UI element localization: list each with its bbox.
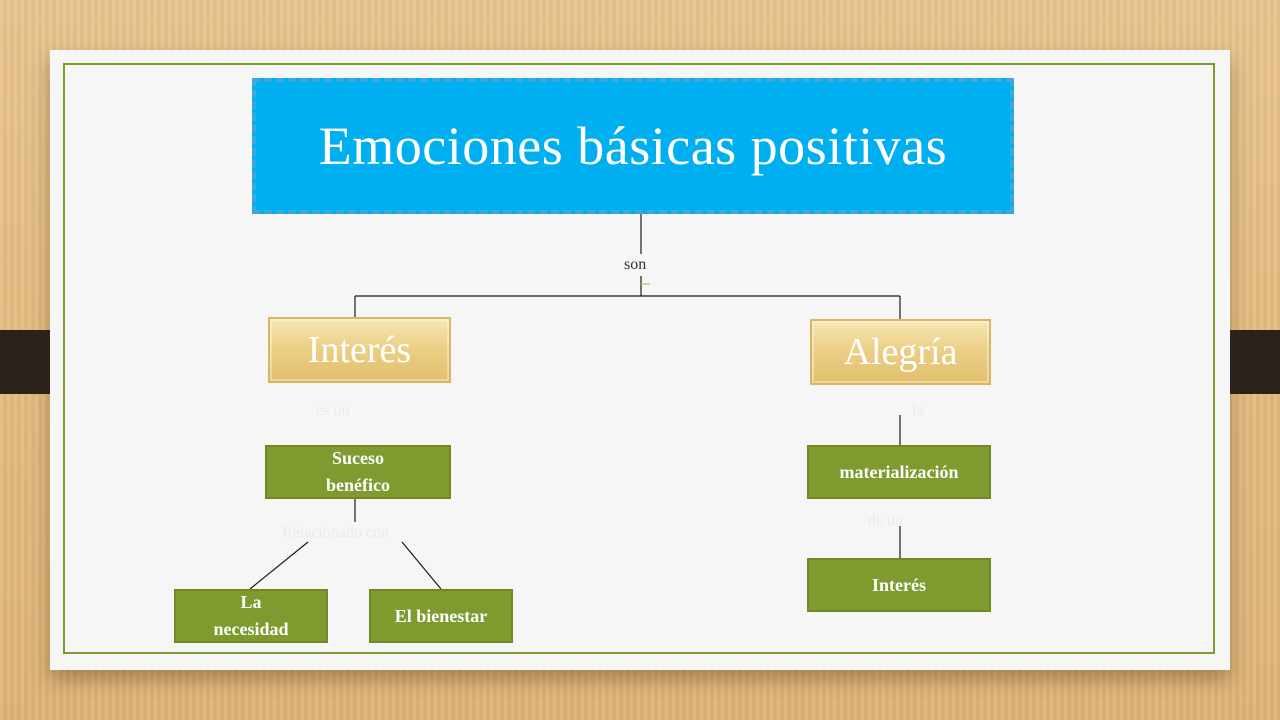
node-el-bienestar: El bienestar — [369, 589, 513, 643]
node-la-necesidad-label: La necesidad — [213, 592, 289, 639]
node-interes-leaf: Interés — [807, 558, 991, 612]
node-la-necesidad: La necesidad — [174, 589, 328, 643]
node-alegria-label: Alegría — [843, 331, 958, 373]
connector-label-de-un: de un — [868, 512, 904, 529]
connector-label-relacionado-con: Relacionado con — [282, 524, 390, 541]
node-interes-label: Interés — [307, 329, 412, 371]
node-materializacion: materialización — [807, 445, 991, 499]
connector-label-son: son — [624, 256, 647, 273]
slide-frame — [63, 63, 1215, 654]
line-to-bienestar — [401, 541, 442, 590]
node-suceso-benefico: Suceso benéfico — [265, 445, 451, 499]
node-el-bienestar-label: El bienestar — [394, 605, 488, 626]
node-alegria: Alegría — [810, 319, 991, 385]
page-title: Emociones básicas positivas — [318, 116, 948, 176]
line-to-necesidad — [249, 541, 309, 590]
title-box: Emociones básicas positivas — [252, 78, 1014, 214]
connector-label-la: la — [912, 402, 924, 419]
node-suceso-benefico-label: Suceso benéfico — [326, 448, 390, 495]
node-materializacion-label: materialización — [839, 461, 959, 482]
connector-label-es-un: es un — [316, 402, 350, 419]
node-interes-leaf-label: Interés — [872, 574, 926, 595]
node-interes: Interés — [268, 317, 451, 383]
